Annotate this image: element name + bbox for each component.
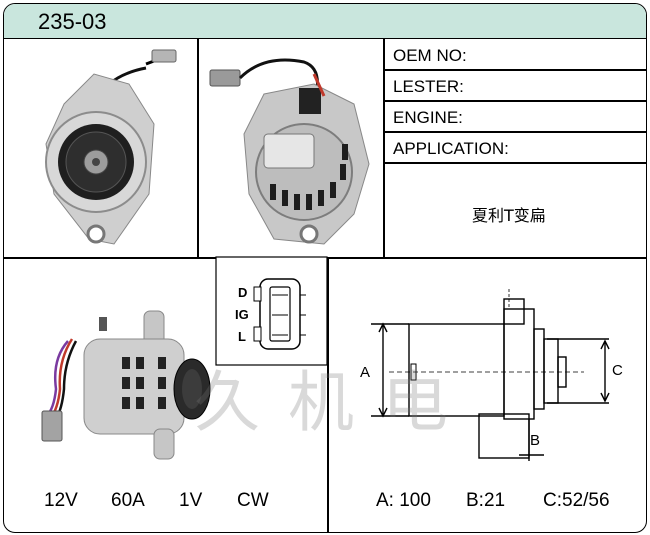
field-line-2 xyxy=(383,100,646,102)
rotation-spec: CW xyxy=(237,490,269,511)
dim-label-c: C xyxy=(612,362,623,379)
pulley-spec: 1V xyxy=(179,490,203,511)
part-number: 235-03 xyxy=(38,9,107,34)
application-label: APPLICATION: xyxy=(393,139,509,158)
divider-top-left xyxy=(197,38,199,258)
spec-sheet: 235-03 OEM NO: LESTER: ENGINE: APPLICATI… xyxy=(3,3,647,533)
engine-label: ENGINE: xyxy=(393,108,463,127)
dimension-drawing xyxy=(371,289,610,461)
pin-d-label: D xyxy=(238,285,248,300)
field-line-1 xyxy=(383,69,646,71)
application-note: 夏利T变扁 xyxy=(472,206,546,225)
pin-ig-label: IG xyxy=(235,307,249,322)
field-line-4 xyxy=(383,162,646,164)
pin-l-label: L xyxy=(238,329,246,344)
dimension-a-value: A: 100 xyxy=(376,490,431,511)
dim-label-a: A xyxy=(360,364,371,381)
dimension-c-value: C:52/56 xyxy=(543,490,610,511)
alternator-side-photo xyxy=(41,310,211,460)
field-line-3 xyxy=(383,131,646,133)
header-bar: 235-03 xyxy=(4,4,646,39)
watermark: 久机电 xyxy=(194,364,476,441)
connector-diagram xyxy=(215,256,328,366)
divider-bottom xyxy=(327,257,329,532)
divider-top-right xyxy=(383,38,385,258)
dimension-b-value: B:21 xyxy=(466,490,506,511)
lester-label: LESTER: xyxy=(393,77,464,96)
amperage-spec: 60A xyxy=(111,490,145,511)
alternator-rear-photo xyxy=(209,58,370,245)
dim-label-b: B xyxy=(530,432,541,449)
oem-no-label: OEM NO: xyxy=(393,46,467,65)
alternator-front-photo xyxy=(45,49,177,245)
voltage-spec: 12V xyxy=(44,490,78,511)
